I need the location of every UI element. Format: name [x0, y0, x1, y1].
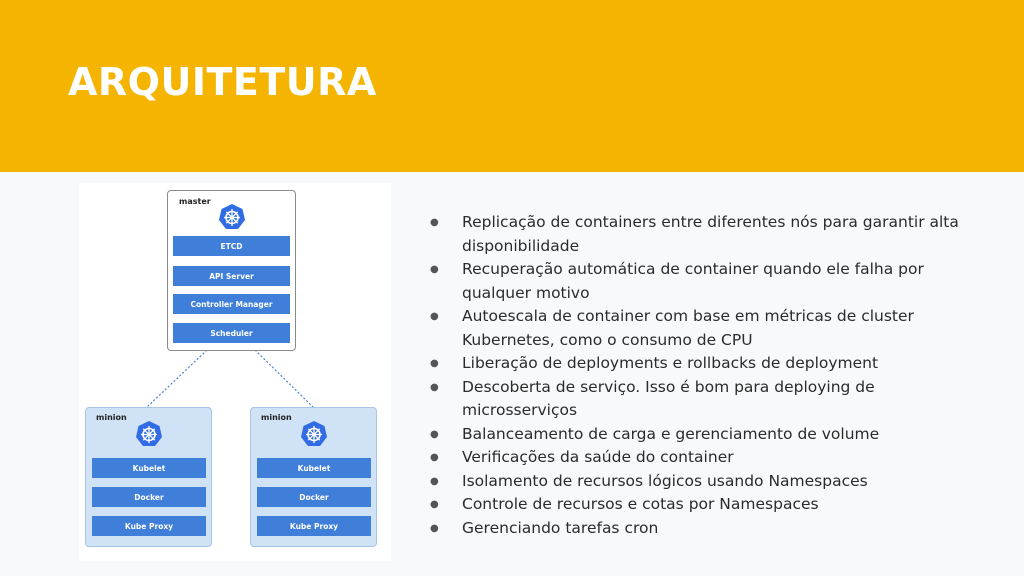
header-banner [0, 0, 1024, 172]
kubelet-box: Kubelet [257, 458, 371, 478]
docker-box: Docker [257, 487, 371, 507]
kube-proxy-box: Kube Proxy [257, 516, 371, 536]
scheduler-box: Scheduler [173, 323, 290, 343]
master-label: master [179, 197, 211, 206]
feature-item: Verificações da saúde do container [430, 446, 990, 470]
minion-node-left: minion Kubelet Docker Kube Proxy [85, 407, 212, 547]
kube-proxy-box: Kube Proxy [92, 516, 206, 536]
kubernetes-helm-icon [219, 204, 245, 229]
feature-item: Recuperação automática de container quan… [430, 258, 990, 305]
feature-item: Gerenciando tarefas cron [430, 517, 990, 541]
kubernetes-helm-icon [301, 421, 327, 446]
feature-item: Liberação de deployments e rollbacks de … [430, 352, 990, 376]
feature-item: Balanceamento de carga e gerenciamento d… [430, 423, 990, 447]
minion-label: minion [96, 413, 127, 422]
etcd-box: ETCD [173, 236, 290, 256]
feature-item: Autoescala de container com base em métr… [430, 305, 990, 352]
feature-item: Isolamento de recursos lógicos usando Na… [430, 470, 990, 494]
feature-item: Descoberta de serviço. Isso é bom para d… [430, 376, 990, 423]
minion-label: minion [261, 413, 292, 422]
docker-box: Docker [92, 487, 206, 507]
feature-item: Controle de recursos e cotas por Namespa… [430, 493, 990, 517]
master-minion-right-link [254, 349, 314, 408]
kubernetes-helm-icon [136, 421, 162, 446]
architecture-diagram: master ETCD API Server Controller Manage… [79, 183, 391, 561]
controller-manager-box: Controller Manager [173, 294, 290, 314]
feature-item: Replicação de containers entre diferente… [430, 211, 990, 258]
kubelet-box: Kubelet [92, 458, 206, 478]
connection-lines [146, 349, 314, 408]
master-node: master ETCD API Server Controller Manage… [167, 190, 296, 351]
api-server-box: API Server [173, 266, 290, 286]
master-minion-left-link [146, 349, 208, 408]
slide-title: ARQUITETURA [68, 60, 377, 104]
minion-node-right: minion Kubelet Docker Kube Proxy [250, 407, 377, 547]
feature-list: Replicação de containers entre diferente… [430, 211, 990, 540]
